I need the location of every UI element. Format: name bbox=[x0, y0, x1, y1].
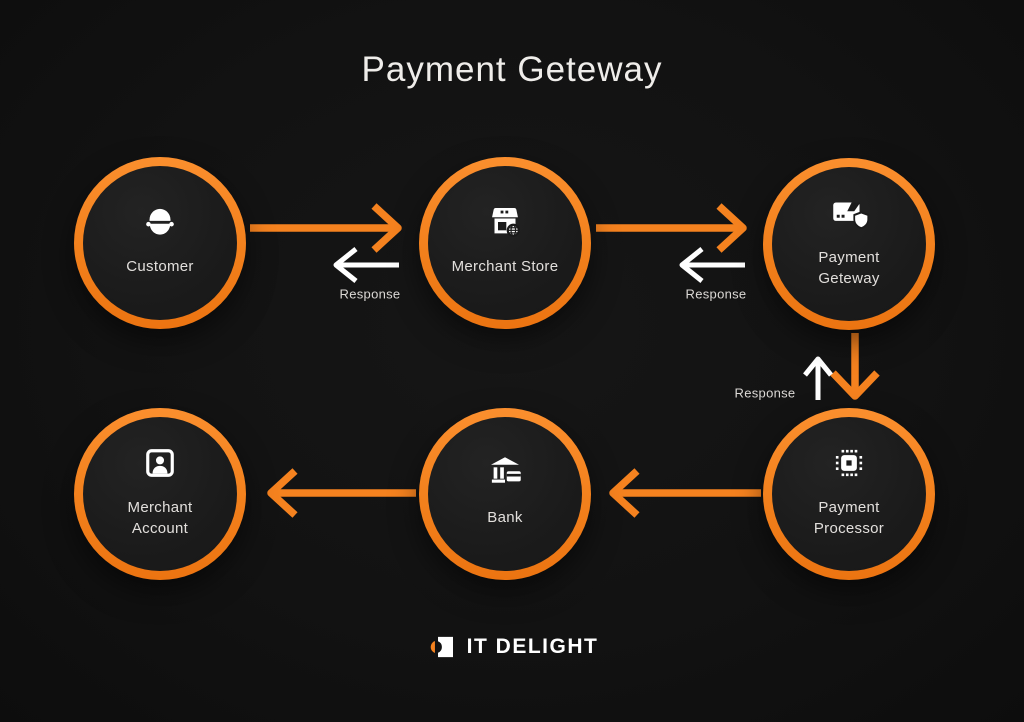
node-customer: Customer bbox=[74, 157, 246, 329]
node-merchant-store-inner: Merchant Store bbox=[428, 166, 582, 320]
arrow-bank-to-merchant-account bbox=[267, 468, 416, 518]
processor-chip-icon bbox=[835, 449, 863, 476]
node-payment-geteway-label: Payment Geteway bbox=[818, 248, 880, 287]
node-merchant-account: Merchant Account bbox=[74, 408, 246, 580]
response-label-3: Response bbox=[734, 385, 796, 401]
node-merchant-account-label: Merchant Account bbox=[127, 498, 193, 537]
node-merchant-store: Merchant Store bbox=[419, 157, 591, 329]
arrow-payment-geteway-to-payment-processor bbox=[830, 333, 880, 400]
response-arrow-to-merchant-store bbox=[679, 247, 745, 283]
arrow-payment-processor-to-bank bbox=[609, 468, 761, 518]
account-box-icon bbox=[146, 448, 174, 477]
person-helmet-icon bbox=[146, 208, 174, 235]
response-label-1: Response bbox=[339, 286, 401, 302]
it-delight-logo-icon bbox=[430, 636, 454, 658]
node-bank-label: Bank bbox=[487, 509, 523, 526]
it-delight-logo: IT DELIGHT bbox=[426, 633, 599, 661]
response-arrow-to-customer bbox=[333, 247, 399, 283]
node-merchant-account-inner: Merchant Account bbox=[83, 417, 237, 571]
node-customer-label: Customer bbox=[126, 258, 194, 275]
node-customer-inner: Customer bbox=[83, 166, 237, 320]
node-bank-inner: Bank bbox=[428, 417, 582, 571]
node-payment-geteway-inner: Payment Geteway bbox=[772, 167, 926, 321]
response-arrow-to-payment-geteway bbox=[803, 356, 833, 400]
bank-card-icon bbox=[491, 457, 521, 483]
page-title: Payment Geteway bbox=[361, 50, 663, 89]
node-payment-geteway: Payment Geteway bbox=[763, 158, 935, 330]
storefront-icon bbox=[492, 207, 520, 237]
response-label-2: Response bbox=[685, 286, 747, 302]
node-payment-processor-label: Payment Processor bbox=[813, 498, 885, 537]
card-shield-icon bbox=[833, 202, 870, 229]
node-bank: Bank bbox=[419, 408, 591, 580]
arrow-merchant-store-to-payment-geteway bbox=[596, 203, 747, 253]
node-merchant-store-label: Merchant Store bbox=[451, 258, 559, 275]
node-payment-processor: Payment Processor bbox=[763, 408, 935, 580]
node-payment-processor-inner: Payment Processor bbox=[772, 417, 926, 571]
arrow-customer-to-merchant-store bbox=[250, 203, 402, 253]
it-delight-logo-text: IT DELIGHT bbox=[466, 635, 599, 658]
